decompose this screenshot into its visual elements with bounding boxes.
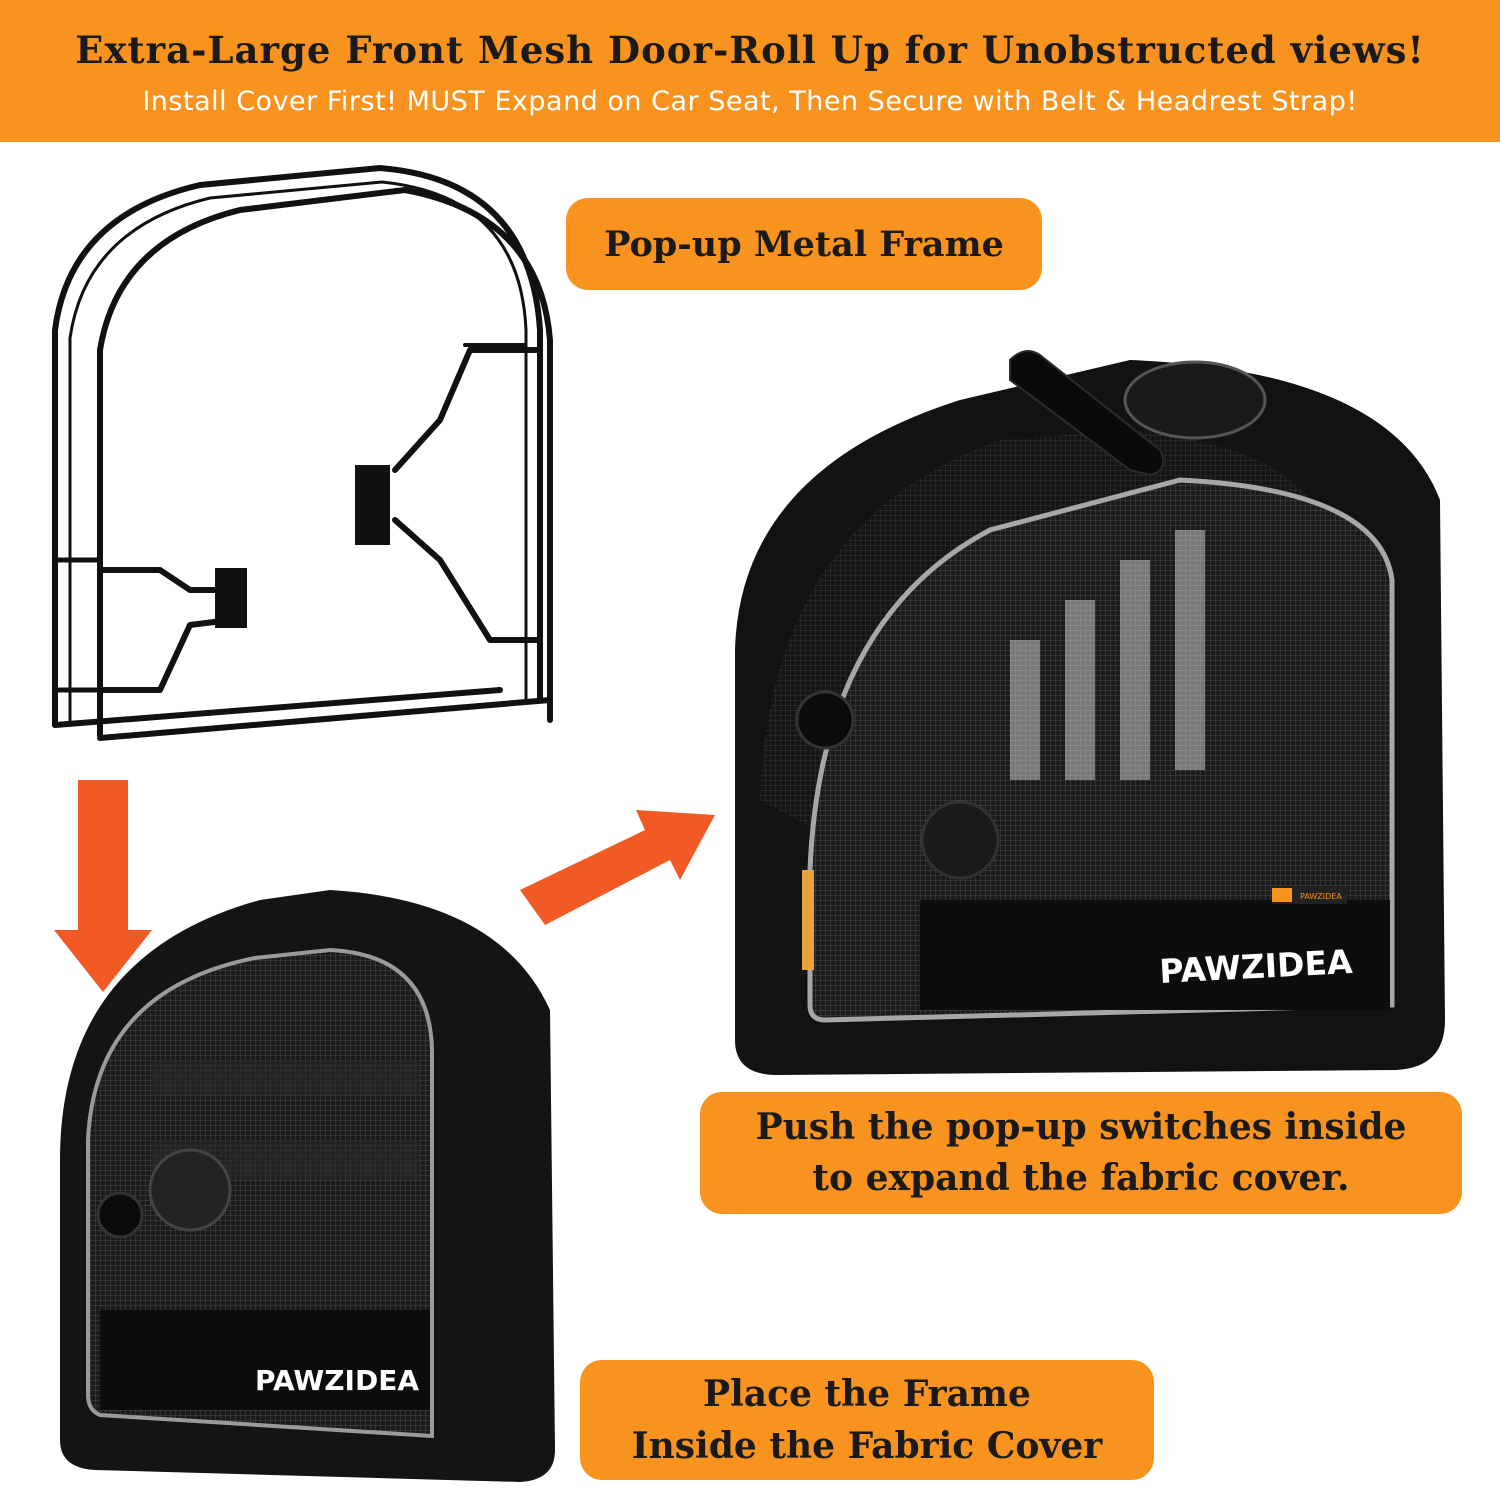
place-callout-line2: Inside the Fabric Cover (631, 1425, 1103, 1467)
place-callout-line1: Place the Frame (703, 1373, 1031, 1415)
metal-frame (52, 165, 553, 741)
switch-callout: Push the pop-up switches inside to expan… (700, 1092, 1462, 1214)
frame-callout-text: Pop-up Metal Frame (604, 223, 1004, 265)
expanded-carrier: PAWZIDEA PAWZIDEA (735, 350, 1445, 1075)
place-callout: Place the Frame Inside the Fabric Cover (580, 1360, 1154, 1480)
banner-subtitle: Install Cover First! MUST Expand on Car … (142, 85, 1358, 117)
frame-callout: Pop-up Metal Frame (566, 198, 1042, 290)
diagonal-arrow-icon (520, 810, 715, 925)
brand-name-small: PAWZIDEA (255, 1364, 419, 1397)
down-arrow-icon (54, 780, 152, 992)
folded-cover: PAWZIDEA (60, 890, 555, 1482)
switch-callout-line2: to expand the fabric cover. (812, 1157, 1350, 1199)
brand-tag: PAWZIDEA (1300, 892, 1342, 901)
switch-callout-line1: Push the pop-up switches inside (755, 1106, 1407, 1148)
banner-title: Extra-Large Front Mesh Door-Roll Up for … (75, 27, 1425, 72)
top-banner: Extra-Large Front Mesh Door-Roll Up for … (0, 0, 1500, 142)
